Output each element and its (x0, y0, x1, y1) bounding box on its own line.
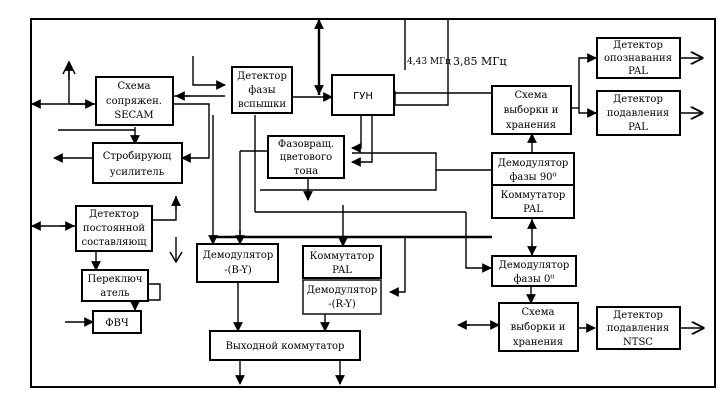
block-demodulator-r-y: Демодулятор -(R-Y) (302, 279, 382, 315)
block-demodulator-b-y: Демодулятор -(B-Y) (196, 243, 279, 283)
block-sample-hold-top: Схема выборки и хранения (491, 85, 572, 135)
fvch-label: ФВЧ (105, 318, 129, 329)
frequency-label-1: 4,43 МГц (407, 57, 451, 67)
ntsc-label-1: Детектор (613, 310, 663, 321)
outer-frame (30, 18, 716, 388)
palsup-label-1: Детектор (613, 94, 663, 105)
shifter-label-1: Фазовращ. (278, 139, 334, 150)
d90-label-1: Демодулятор (498, 158, 569, 169)
swr-label-1: Коммутатор (501, 190, 566, 201)
frequency-label-2: 3,85 МГц (453, 55, 507, 68)
block-strobe-amplifier: Стробирующ усилитель (92, 142, 183, 184)
block-burst-phase-detector: Детектор фазы вспышки (231, 66, 293, 114)
d0-label-1: Демодулятор (499, 260, 570, 271)
block-vco: ГУН (331, 74, 395, 116)
d90-label-2: фазы 90⁰ (509, 172, 556, 183)
secam-label-2: сопряжен. (106, 96, 162, 107)
palsup-label-3: PAL (628, 122, 648, 133)
block-high-pass-filter: ФВЧ (92, 310, 142, 334)
dc-label-2: постоянной (83, 223, 145, 234)
swr-label-2: PAL (523, 204, 543, 215)
block-demodulator-0: Демодулятор фазы 0⁰ (491, 255, 577, 287)
palid-label-1: Детектор (613, 40, 663, 51)
ntsc-label-2: подавления (607, 323, 669, 334)
out-label: Выходной коммутатор (226, 341, 345, 352)
block-switch: Переключ атель (81, 269, 149, 302)
block-pal-switch-middle: Коммутатор PAL (302, 245, 382, 279)
burst-label-2: фазы (248, 85, 275, 96)
shifter-label-2: цветового (280, 152, 332, 163)
block-pal-identification-detector: Детектор опознавания PAL (596, 37, 681, 79)
burst-label-3: вспышки (238, 99, 286, 110)
dry-label-2: -(R-Y) (328, 299, 356, 310)
block-pal-switch-right: Коммутатор PAL (491, 184, 575, 219)
block-phase-shifter: Фазовращ. цветового тона (267, 135, 345, 179)
block-pal-suppression-detector: Детектор подавления PAL (596, 90, 681, 136)
shb-label-1: Схема (522, 307, 555, 318)
dby-label-2: -(B-Y) (224, 265, 252, 276)
shb-label-3: хранения (513, 337, 563, 348)
block-ntsc-suppression-detector: Детектор подавления NTSC (596, 306, 681, 350)
sw-label-2: атель (100, 288, 130, 299)
connection-lines (31, 19, 703, 385)
burst-label-1: Детектор (237, 71, 287, 82)
dc-label-1: Детектор (89, 209, 139, 220)
block-output-switch: Выходной коммутатор (209, 330, 361, 361)
shifter-label-3: тона (294, 166, 318, 177)
block-sample-hold-bottom: Схема выборки и хранения (498, 302, 579, 352)
palid-label-2: опознавания (604, 53, 672, 64)
swm-label-2: PAL (332, 265, 352, 276)
dry-label-1: Демодулятор (307, 285, 378, 296)
strobe-label-2: усилитель (110, 167, 165, 178)
sht-label-3: хранения (506, 120, 556, 131)
vco-label: ГУН (353, 91, 373, 102)
dc-label-3: составляющ (81, 237, 147, 248)
sht-label-2: выборки и (504, 105, 559, 116)
secam-label-1: Схема (118, 81, 151, 92)
sht-label-1: Схема (515, 90, 548, 101)
block-secam-interface: Схема сопряжен. SECAM (95, 76, 174, 126)
palid-label-3: PAL (628, 66, 648, 77)
strobe-label-1: Стробирующ (103, 151, 172, 162)
ntsc-label-3: NTSC (623, 337, 653, 348)
sw-label-1: Переключ (88, 274, 143, 285)
palsup-label-2: подавления (607, 108, 669, 119)
d0-label-2: фазы 0⁰ (514, 274, 555, 285)
dby-label-1: Демодулятор (203, 250, 274, 261)
swm-label-1: Коммутатор (310, 251, 375, 262)
secam-label-3: SECAM (114, 110, 153, 121)
block-demodulator-90: Демодулятор фазы 90⁰ (491, 152, 575, 186)
block-dc-detector: Детектор постоянной составляющ (75, 205, 153, 252)
shb-label-2: выборки и (511, 322, 566, 333)
